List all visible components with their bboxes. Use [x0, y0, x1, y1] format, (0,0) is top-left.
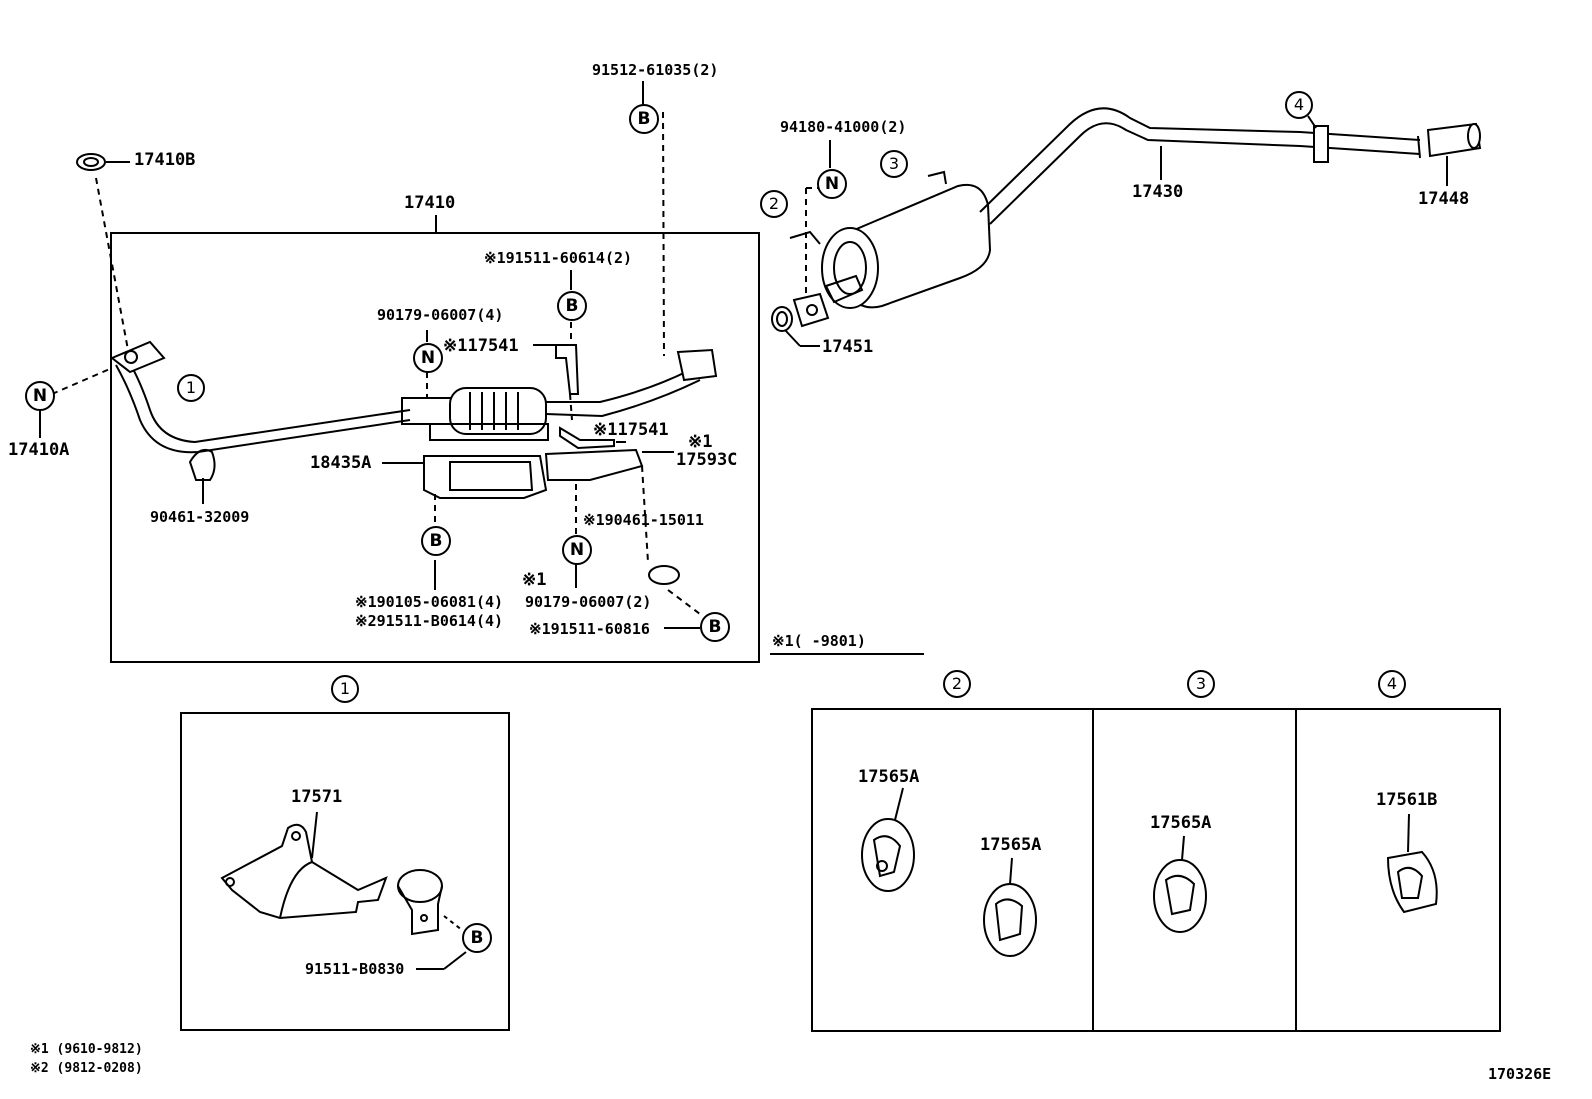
part-91511-60816: ※191511-60816	[529, 620, 650, 638]
part-17593C-mark: ※1	[688, 432, 713, 452]
footnote-2: ※2 (9812-0208)	[30, 1061, 143, 1076]
callout-3-muffler: 3	[880, 150, 908, 178]
part-17571: 17571	[291, 787, 343, 807]
part-90179-06007-2-mark: ※1	[522, 570, 547, 590]
part-17561B: 17561B	[1376, 790, 1438, 810]
range-note: ※1( -9801)	[772, 632, 866, 650]
part-17430: 17430	[1132, 182, 1184, 202]
part-17410A: 17410A	[8, 440, 70, 460]
part-90461-32009: 90461-32009	[150, 508, 250, 526]
part-17410: 17410	[404, 193, 456, 213]
callout-2-detail: 2	[943, 670, 971, 698]
part-17593C: 17593C	[676, 450, 738, 470]
part-91511-60614: ※191511-60614(2)	[484, 249, 633, 267]
part-17565A-1: 17565A	[858, 767, 920, 787]
callout-1-detail: 1	[331, 675, 359, 703]
callout-4-detail: 4	[1378, 670, 1406, 698]
part-94180-41000: 94180-41000(2)	[780, 118, 907, 136]
part-91512-61035: 91512-61035(2)	[592, 61, 719, 79]
marker-b-91511-60816: B	[700, 612, 730, 642]
marker-n-94180: N	[817, 169, 847, 199]
marker-n-17410A: N	[25, 381, 55, 411]
part-17565A-3: 17565A	[1150, 813, 1212, 833]
detail-234-frame	[811, 708, 1501, 1032]
part-17410B: 17410B	[134, 150, 196, 170]
marker-n-upper: N	[413, 343, 443, 373]
part-17541-upper: ※117541	[443, 336, 519, 356]
callout-3-detail: 3	[1187, 670, 1215, 698]
part-90179-06007-4: 90179-06007(4)	[377, 306, 504, 324]
marker-b-18435A: B	[421, 526, 451, 556]
marker-n-lower: N	[562, 535, 592, 565]
footnote-1: ※1 (9610-9812)	[30, 1042, 143, 1057]
marker-b-91512-61035: B	[629, 104, 659, 134]
marker-b-91511-60614: B	[557, 291, 587, 321]
part-17451: 17451	[822, 337, 874, 357]
part-17565A-2: 17565A	[980, 835, 1042, 855]
callout-2-muffler: 2	[760, 190, 788, 218]
part-17448: 17448	[1418, 189, 1470, 209]
diagram-id: 170326E	[1488, 1065, 1552, 1083]
part-90461-15011: ※190461-15011	[583, 511, 704, 529]
part-91511-B0614: ※291511-B0614(4)	[355, 612, 504, 630]
marker-b-91511-B0830: B	[462, 923, 492, 953]
part-91511-B0830: 91511-B0830	[305, 960, 405, 978]
part-18435A: 18435A	[310, 453, 372, 473]
detail-1-frame	[180, 712, 510, 1031]
callout-4-tailpipe: 4	[1285, 91, 1313, 119]
part-90179-06007-2: 90179-06007(2)	[525, 593, 652, 611]
part-17541-lower: ※117541	[593, 420, 669, 440]
callout-1-pipe: 1	[177, 374, 205, 402]
part-90105-06081: ※190105-06081(4)	[355, 593, 504, 611]
